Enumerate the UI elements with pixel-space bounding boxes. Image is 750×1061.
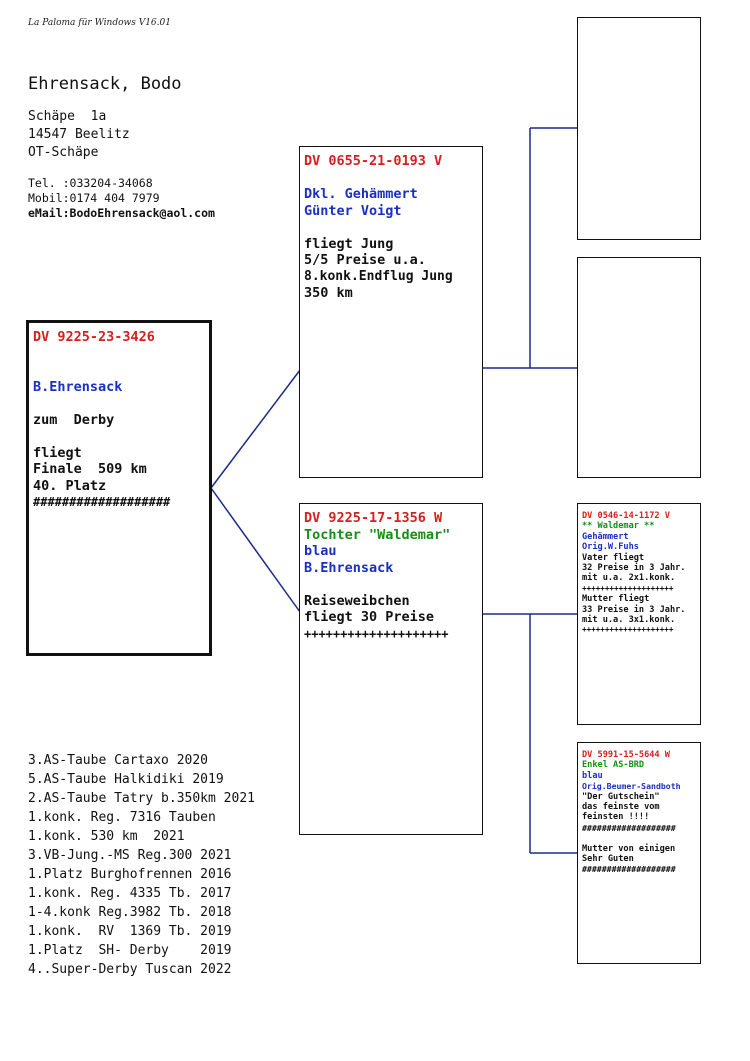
achievement-item: 5.AS-Taube Halkidiki 2019 (28, 772, 224, 787)
mother-breeder: B.Ehrensack (304, 559, 394, 576)
mm-color: blau (582, 770, 603, 781)
owner-mobile: Mobil:0174 404 7979 (28, 191, 160, 205)
mother-separator: ++++++++++++++++++++ (304, 626, 449, 641)
achievements-list: 3.AS-Taube Cartaxo 2020 5.AS-Taube Halkid… (28, 751, 255, 979)
mm-breeder: Orig.Beumer-Sandboth (582, 781, 681, 792)
mf-note: mit u.a. 3x1.konk. (582, 615, 676, 626)
owner-district: OT-Schäpe (28, 145, 99, 160)
mm-ring-number: DV 5991-15-5644 W (582, 750, 670, 760)
mm-note: "Der Gutschein" (582, 791, 660, 802)
father-father-card (577, 17, 701, 240)
owner-contact: Tel. :033204-34068 Mobil:0174 404 7979 e… (28, 176, 215, 221)
mm-note: Sehr Guten (582, 854, 634, 865)
achievement-item: 3.VB-Jung.-MS Reg.300 2021 (28, 848, 232, 863)
mother-note: fliegt 30 Preise (304, 609, 435, 625)
mm-separator: ################### (582, 822, 676, 833)
mf-note: Vater fliegt (582, 552, 645, 563)
mother-ring-number: DV 9225-17-1356 W (304, 510, 443, 526)
mm-separator: ################### (582, 864, 676, 875)
owner-address: Schäpe 1a 14547 Beelitz OT-Schäpe (28, 108, 130, 162)
mf-separator: ++++++++++++++++++++ (582, 625, 674, 635)
father-note: 8.konk.Endflug Jung (304, 268, 453, 284)
mm-name: Enkel AS-BRD (582, 760, 645, 771)
main-note: 40. Platz (33, 477, 107, 494)
mother-father-card: DV 0546-14-1172 V ** Waldemar ** Gehämme… (577, 503, 701, 725)
mf-note: Mutter fliegt (582, 594, 650, 605)
software-label: La Paloma für Windows V16.01 (28, 18, 171, 28)
achievement-item: 4..Super-Derby Tuscan 2022 (28, 962, 232, 977)
achievement-item: 1-4.konk Reg.3982 Tb. 2018 (28, 905, 232, 920)
father-color: Dkl. Gehämmert (304, 186, 418, 202)
father-note: 5/5 Preise u.a. (304, 252, 426, 268)
father-card: DV 0655-21-0193 V Dkl. Gehämmert Günter … (299, 146, 483, 478)
main-breeder: B.Ehrensack (33, 378, 123, 395)
mother-card: DV 9225-17-1356 W Tochter "Waldemar" bla… (299, 503, 483, 835)
achievement-item: 1.konk. 530 km 2021 (28, 829, 185, 844)
achievement-item: 3.AS-Taube Cartaxo 2020 (28, 753, 209, 768)
owner-name: Ehrensack, Bodo (28, 74, 182, 94)
main-bird-card: DV 9225-23-3426 B.Ehrensack zum Derby fl… (26, 320, 212, 656)
mother-name: Tochter "Waldemar" (304, 526, 451, 543)
connector-main-father (210, 369, 301, 489)
achievement-item: 1.konk. RV 1369 Tb. 2019 (28, 924, 232, 939)
achievement-item: 1.Platz SH- Derby 2019 (28, 943, 232, 958)
mf-ring-number: DV 0546-14-1172 V (582, 511, 670, 521)
father-breeder: Günter Voigt (304, 202, 402, 219)
father-ring-number: DV 0655-21-0193 V (304, 153, 443, 169)
mother-color: blau (304, 543, 337, 559)
main-separator: ################### (33, 495, 171, 509)
achievement-item: 1.konk. Reg. 7316 Tauben (28, 810, 216, 825)
owner-tel: Tel. :033204-34068 (28, 176, 153, 190)
mf-note: 32 Preise in 3 Jahr. (582, 563, 686, 574)
main-ring-number: DV 9225-23-3426 (33, 329, 155, 345)
owner-street: Schäpe 1a (28, 109, 107, 124)
achievement-item: 1.Platz Burghofrennen 2016 (28, 867, 232, 882)
mm-note: Mutter von einigen (582, 843, 676, 854)
mf-note: 33 Preise in 3 Jahr. (582, 604, 686, 615)
mf-breeder: Orig.W.Fuhs (582, 542, 639, 553)
father-note: fliegt Jung (304, 235, 394, 252)
father-mother-card (577, 257, 701, 478)
owner-email: eMail:BodoEhrensack@aol.com (28, 206, 215, 220)
owner-city: 14547 Beelitz (28, 127, 130, 142)
achievement-item: 2.AS-Taube Tatry b.350km 2021 (28, 791, 255, 806)
connector-main-mother (210, 487, 301, 613)
mf-color: Gehämmert (582, 531, 629, 542)
mf-note: mit u.a. 2x1.konk. (582, 573, 676, 584)
mm-note: das feinste vom (582, 802, 660, 813)
mf-name: ** Waldemar ** (582, 521, 655, 532)
mother-note: Reiseweibchen (304, 592, 410, 609)
main-note: zum Derby (33, 411, 115, 428)
father-note: 350 km (304, 285, 353, 301)
mother-mother-card: DV 5991-15-5644 W Enkel AS-BRD blau Orig… (577, 742, 701, 964)
main-note: fliegt (33, 444, 82, 461)
mf-separator: ++++++++++++++++++++ (582, 583, 674, 593)
mm-note: feinsten !!!! (582, 812, 650, 823)
main-note: Finale 509 km (33, 461, 147, 477)
achievement-item: 1.konk. Reg. 4335 Tb. 2017 (28, 886, 232, 901)
